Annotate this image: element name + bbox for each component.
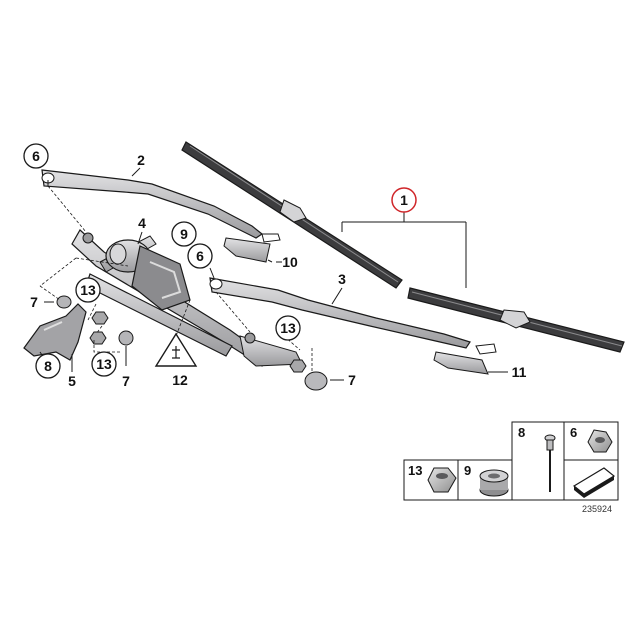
label-10: 10 — [282, 254, 298, 270]
label-7a: 7 — [30, 294, 38, 310]
rubber-buffer-icon — [118, 330, 134, 346]
callout-1-leader — [341, 212, 467, 288]
label-4: 4 — [138, 215, 146, 231]
wiper-motor-icon — [105, 239, 191, 311]
cover-cap-icon — [433, 343, 497, 375]
callout-6b-label: 6 — [196, 248, 204, 264]
cover-cap-icon — [223, 233, 281, 263]
callout-9-label: 9 — [180, 226, 188, 242]
label-3: 3 — [338, 271, 346, 287]
label-5: 5 — [68, 373, 76, 389]
callout-13c-label: 13 — [280, 320, 296, 336]
table-cell-9-label: 9 — [464, 463, 471, 478]
bracket-icon — [23, 303, 87, 361]
leader-lines — [39, 185, 313, 372]
wiper-blade-icon — [407, 287, 625, 353]
nut-icon — [89, 331, 107, 345]
torque-pad-icon — [572, 467, 616, 498]
nut-icon — [289, 359, 307, 373]
callout-13b: 13 — [91, 351, 117, 377]
nut-icon — [91, 311, 109, 325]
callout-13a-label: 13 — [80, 282, 96, 298]
label-7b: 7 — [122, 373, 130, 389]
nut-icon — [587, 429, 613, 453]
rubber-buffer-icon — [56, 295, 72, 309]
table-cell-6-label: 6 — [570, 425, 577, 440]
label-2: 2 — [137, 152, 145, 168]
rubber-buffer-icon — [479, 469, 509, 497]
callout-1-label: 1 — [400, 192, 408, 208]
parts-table: 8 6 13 9 — [403, 421, 619, 501]
rubber-buffer-icon — [304, 371, 328, 391]
nut-icon — [427, 467, 457, 493]
wiper-arm-icon — [41, 169, 264, 239]
wiper-blade-icon — [181, 141, 403, 289]
rivet-icon — [544, 434, 556, 492]
callout-6a: 6 — [23, 143, 49, 169]
label-11: 11 — [512, 364, 527, 380]
callout-1: 1 — [391, 187, 417, 213]
wiper-arm-icon — [209, 277, 471, 349]
callout-13c: 13 — [275, 315, 301, 341]
callout-13a: 13 — [75, 277, 101, 303]
callout-8-label: 8 — [44, 358, 52, 374]
callout-6b: 6 — [187, 243, 213, 269]
callout-13b-label: 13 — [96, 356, 112, 372]
electrical-warning-icon — [154, 332, 198, 367]
label-7c: 7 — [348, 372, 356, 388]
table-cell-8-label: 8 — [518, 425, 525, 440]
reference-id: 235924 — [582, 504, 612, 514]
callout-9: 9 — [171, 221, 197, 247]
table-cell-13-label: 13 — [408, 463, 422, 478]
label-12: 12 — [172, 372, 188, 388]
callout-6a-label: 6 — [32, 148, 40, 164]
callout-8: 8 — [35, 353, 61, 379]
